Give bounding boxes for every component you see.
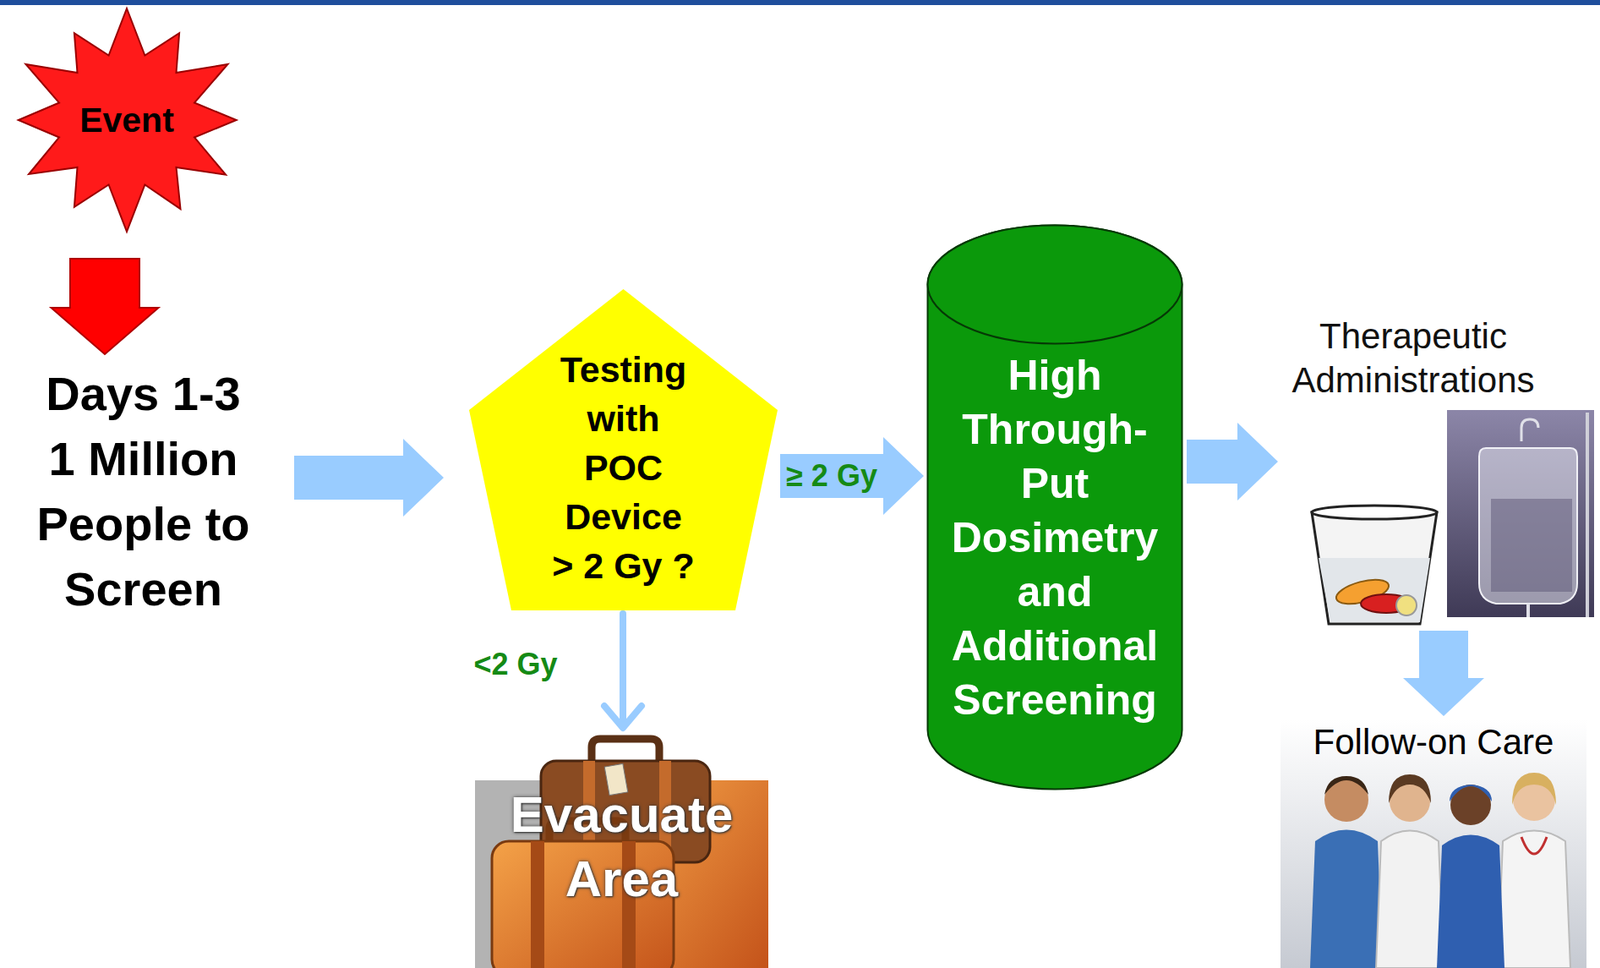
pill-cup-picture-part bbox=[1396, 595, 1417, 616]
pill-cup-picture-part bbox=[1311, 505, 1437, 519]
care-team-photo-part bbox=[1388, 774, 1431, 803]
connector-line bbox=[619, 613, 627, 726]
node-text: Testing with POC Device > 2 Gy ? bbox=[551, 344, 697, 590]
event-starburst: Event bbox=[8, 6, 246, 234]
edge-label: ≥ 2 Gy bbox=[783, 458, 880, 494]
care-picture-box: Follow-on Care bbox=[1280, 719, 1587, 968]
pill-cup-picture-part bbox=[1318, 557, 1431, 623]
iv-bag-picture-part bbox=[1585, 412, 1590, 618]
cylinder-body bbox=[928, 225, 1183, 790]
suitcase-picture bbox=[475, 738, 769, 968]
pentagon-shape bbox=[469, 289, 778, 611]
flow-arrow bbox=[1186, 422, 1278, 501]
event-arrow bbox=[51, 258, 159, 355]
suitcase-picture-part bbox=[591, 738, 660, 763]
node-text: Follow-on Care bbox=[1280, 720, 1587, 764]
iv-bag-picture-part bbox=[1447, 409, 1595, 618]
arrow-head bbox=[604, 705, 642, 728]
care-team-photo-part bbox=[1376, 830, 1444, 968]
care-team-photo-part bbox=[1521, 836, 1547, 854]
node-text: Evacuate Area bbox=[495, 782, 749, 912]
care-team-photo-part bbox=[1450, 784, 1491, 825]
pill-cup-picture-part bbox=[1311, 512, 1437, 624]
node-text: Days 1-3 1 Million People to Screen bbox=[31, 360, 256, 622]
block-arrow bbox=[294, 438, 444, 517]
iv-bag-picture-part bbox=[1479, 447, 1578, 604]
edge-label-holder: <2 Gy bbox=[470, 646, 560, 683]
care-team-photo-part bbox=[1512, 772, 1557, 805]
node-text: Therapeutic Administrations bbox=[1286, 314, 1540, 403]
suitcase-picture-part bbox=[530, 840, 545, 968]
edge-label: <2 Gy bbox=[470, 646, 560, 683]
flow-arrow bbox=[1403, 630, 1485, 716]
care-team-photo bbox=[1280, 719, 1587, 968]
evacuate-picture-box: Evacuate Area bbox=[475, 736, 769, 968]
starburst-shape bbox=[18, 8, 237, 232]
iv-bag-picture-part bbox=[1490, 498, 1573, 592]
block-arrow bbox=[780, 436, 924, 515]
header-bar-part bbox=[0, 0, 1600, 6]
edge-label-holder: ≥ 2 Gy bbox=[783, 458, 880, 494]
care-team-photo-part bbox=[1310, 830, 1383, 968]
care-team-photo-part bbox=[1497, 830, 1571, 968]
node-text: Event bbox=[59, 98, 195, 142]
therapy-picture-group: Therapeutic Administrations bbox=[1284, 314, 1595, 626]
block-arrow bbox=[51, 258, 159, 355]
decision-pentagon: Testing with POC Device > 2 Gy ? bbox=[469, 289, 778, 611]
care-team-photo-part bbox=[1449, 784, 1492, 802]
iv-bag-picture bbox=[1447, 409, 1595, 618]
cylinder-top bbox=[928, 225, 1183, 345]
flow-arrow bbox=[294, 438, 444, 517]
iv-bag-picture-part bbox=[1526, 603, 1530, 618]
node-text: High Through- Put Dosimetry and Addition… bbox=[944, 348, 1166, 727]
screening-text-block: Days 1-3 1 Million People to Screen bbox=[31, 360, 256, 622]
dosimetry-cylinder: High Through- Put Dosimetry and Addition… bbox=[926, 223, 1184, 791]
care-team-photo-part bbox=[1436, 835, 1505, 968]
iv-bag-picture-part bbox=[1521, 419, 1539, 442]
header-bar bbox=[0, 0, 1600, 6]
flow-arrow bbox=[780, 436, 924, 515]
pill-cup-picture bbox=[1311, 505, 1437, 624]
care-team-photo-part bbox=[1324, 775, 1369, 795]
block-arrow bbox=[1186, 422, 1278, 501]
flow-arrow bbox=[604, 613, 642, 728]
care-team-photo-part bbox=[1280, 719, 1587, 968]
block-arrow bbox=[1403, 630, 1485, 716]
